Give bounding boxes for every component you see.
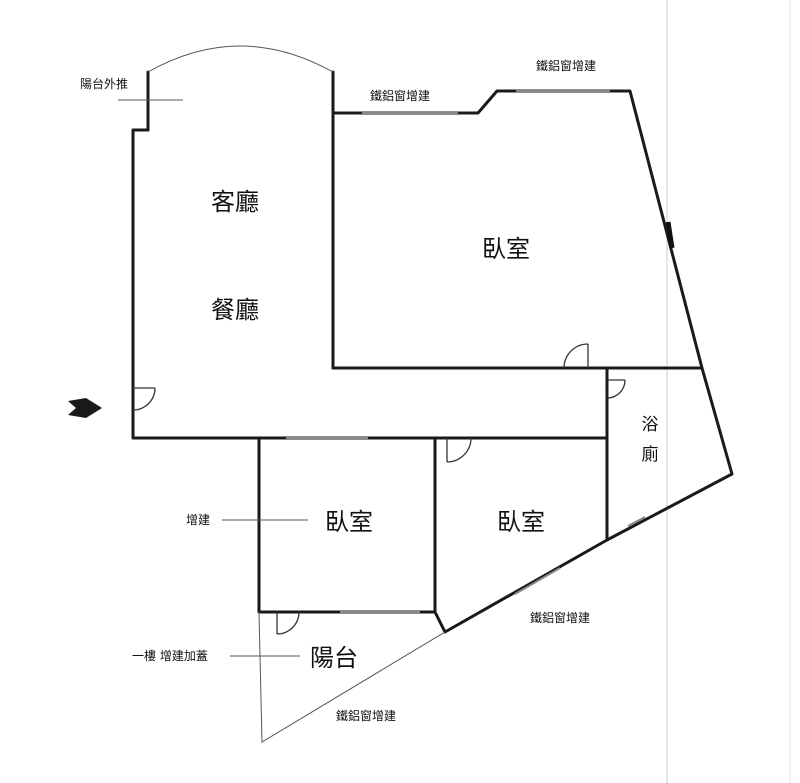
window <box>627 516 646 527</box>
window-addition-note: 鐵鋁窗增建 <box>536 58 596 73</box>
bathroom-walls <box>605 366 734 542</box>
balcony-arc <box>147 45 334 73</box>
bathroom-label-bottom: 廁 <box>642 444 659 465</box>
bedroom-right-label: 臥室 <box>497 508 545 536</box>
addition-note: 增建 <box>186 513 210 527</box>
entry-arrow-icon <box>68 398 102 418</box>
door-bedroom-right <box>446 437 472 463</box>
bathroom-label-top: 浴 <box>642 415 659 435</box>
bedroom-left-label: 臥室 <box>325 508 373 536</box>
first-floor-addition-note: 一樓 增建加蓋 <box>132 648 208 663</box>
doors <box>132 343 626 635</box>
door-bathroom <box>606 379 626 399</box>
wall-segment-mark <box>665 221 675 249</box>
door-entry <box>132 387 156 411</box>
main-bedroom-walls <box>331 89 704 370</box>
dining-room-label: 餐廳 <box>211 296 259 324</box>
lower-bedrooms-walls <box>257 436 609 634</box>
living-room-label: 客廳 <box>211 188 259 216</box>
door-balcony <box>276 611 300 635</box>
balcony-label: 陽台 <box>310 644 358 672</box>
living-dining-walls <box>118 45 609 440</box>
window-addition-note: 鐵鋁窗增建 <box>530 610 590 625</box>
balcony-outline <box>258 611 446 743</box>
window-addition-note: 鐵鋁窗增建 <box>336 708 396 723</box>
window <box>514 567 561 595</box>
balcony-extension-note: 陽台外推 <box>80 76 128 91</box>
main-bedroom-label: 臥室 <box>482 235 530 263</box>
window-addition-note: 鐵鋁窗增建 <box>370 88 430 103</box>
door-main-bedroom <box>563 343 589 369</box>
